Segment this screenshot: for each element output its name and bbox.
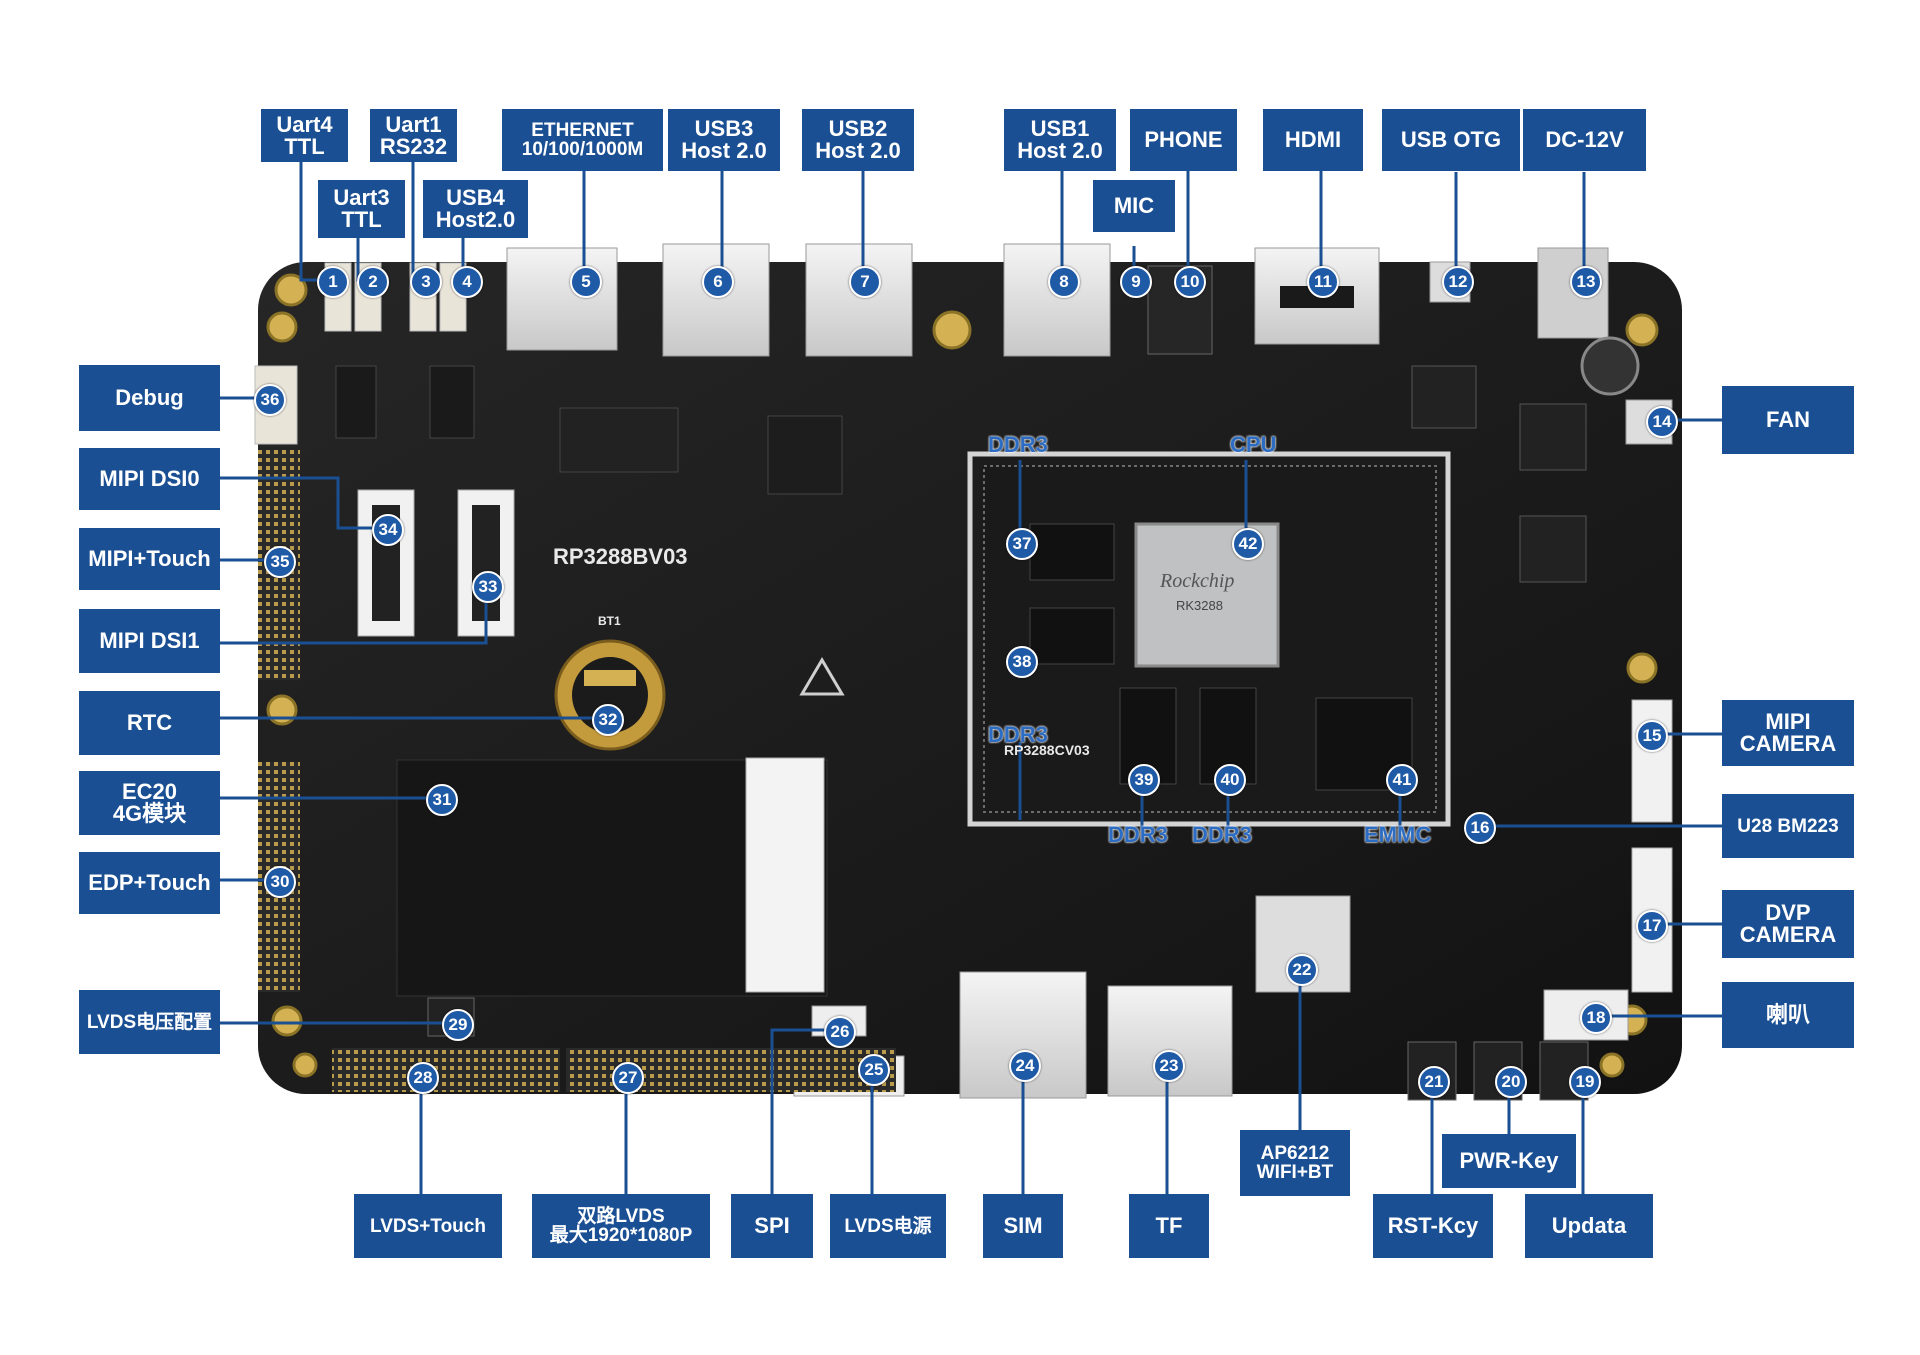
marker-36: 36 [254,384,286,416]
label-sim: SIM [983,1194,1063,1258]
ddr3-tag-bottom-b: DDR3 [1192,822,1252,847]
label-fan: FAN [1722,386,1854,454]
marker-17: 17 [1636,910,1668,942]
soc-brand: Rockchip [1160,570,1235,592]
soc-model: RK3288 [1176,598,1223,613]
marker-32: 32 [592,704,624,736]
marker-19: 19 [1569,1066,1601,1098]
marker-38: 38 [1006,646,1038,678]
label-usb2: USB2 Host 2.0 [802,109,914,171]
label-ec20: EC20 4G模块 [79,771,220,835]
marker-12: 12 [1442,266,1474,298]
marker-30: 30 [264,866,296,898]
core-board [967,451,1451,827]
label-uart3: Uart3 TTL [318,180,405,238]
label-edp-touch: EDP+Touch [79,852,220,914]
marker-40: 40 [1214,764,1246,796]
marker-8: 8 [1048,266,1080,298]
marker-13: 13 [1570,266,1602,298]
marker-29: 29 [442,1009,474,1041]
label-ethernet: ETHERNET 10/100/1000M [502,109,663,171]
ddr3-tag-left: DDR3 [988,722,1048,747]
marker-3: 3 [410,266,442,298]
label-lvds-touch: LVDS+Touch [354,1194,502,1258]
marker-16: 16 [1464,812,1496,844]
marker-24: 24 [1009,1050,1041,1082]
label-mipi-dsi0: MIPI DSI0 [79,448,220,510]
marker-10: 10 [1174,266,1206,298]
label-debug: Debug [79,365,220,431]
label-rst-key: RST-Kcy [1373,1194,1493,1258]
label-updata: Updata [1525,1194,1653,1258]
rtc-battery [554,639,666,751]
label-speaker: 喇叭 [1722,982,1854,1048]
marker-42: 42 [1232,528,1264,560]
battery-silkscreen: BT1 [598,614,621,628]
label-usb4: USB4 Host2.0 [423,180,528,238]
label-usb1: USB1 Host 2.0 [1004,109,1116,171]
top-chips [335,365,843,495]
emmc-tag: EMMC [1364,822,1432,847]
marker-25: 25 [858,1054,890,1086]
label-pwr-key: PWR-Key [1442,1134,1576,1188]
marker-15: 15 [1636,720,1668,752]
marker-41: 41 [1386,764,1418,796]
label-u28: U28 BM223 [1722,794,1854,858]
label-dual-lvds: 双路LVDS 最大1920*1080P [532,1194,710,1258]
label-rtc: RTC [79,691,220,755]
leader-lines [220,160,1722,1194]
marker-7: 7 [849,266,881,298]
marker-6: 6 [702,266,734,298]
marker-31: 31 [426,784,458,816]
esd-symbol [799,657,845,696]
marker-23: 23 [1153,1050,1185,1082]
label-dc12v: DC-12V [1523,109,1646,171]
label-mipi-camera: MIPI CAMERA [1722,700,1854,766]
marker-4: 4 [451,266,483,298]
marker-18: 18 [1580,1002,1612,1034]
marker-5: 5 [570,266,602,298]
label-hdmi: HDMI [1263,109,1363,171]
label-usb3: USB3 Host 2.0 [668,109,780,171]
cpu-tag: CPU [1230,432,1277,457]
marker-27: 27 [612,1062,644,1094]
label-mipi-dsi1: MIPI DSI1 [79,609,220,673]
marker-20: 20 [1495,1066,1527,1098]
core-model-silkscreen: RP3288CV03 [1004,742,1090,758]
label-uart1: Uart1 RS232 [370,109,457,162]
label-phone: PHONE [1130,109,1237,171]
marker-22: 22 [1286,954,1318,986]
marker-37: 37 [1006,528,1038,560]
marker-9: 9 [1120,266,1152,298]
label-mic: MIC [1093,180,1175,232]
label-ap6212: AP6212 WIFI+BT [1240,1130,1350,1196]
bottom-components [332,336,1673,1101]
ddr3-tag-bottom-a: DDR3 [1108,822,1168,847]
marker-35: 35 [264,546,296,578]
marker-11: 11 [1307,266,1339,298]
marker-28: 28 [407,1062,439,1094]
label-dvp-camera: DVP CAMERA [1722,890,1854,958]
marker-1: 1 [317,266,349,298]
label-lvds-voltage: LVDS电压配置 [79,990,220,1054]
label-spi: SPI [731,1194,813,1258]
board-model-silkscreen: RP3288BV03 [553,544,688,569]
marker-21: 21 [1418,1066,1450,1098]
label-uart4: Uart4 TTL [261,109,348,162]
label-usb-otg: USB OTG [1382,109,1520,171]
label-tf: TF [1129,1194,1209,1258]
marker-34: 34 [372,514,404,546]
label-mipi-touch: MIPI+Touch [79,528,220,590]
ec20-slot [396,757,828,997]
marker-39: 39 [1128,764,1160,796]
marker-14: 14 [1646,406,1678,438]
marker-26: 26 [824,1016,856,1048]
marker-33: 33 [472,571,504,603]
ddr3-tag-top: DDR3 [988,432,1048,457]
marker-2: 2 [357,266,389,298]
label-lvds-power: LVDS电源 [830,1194,946,1258]
